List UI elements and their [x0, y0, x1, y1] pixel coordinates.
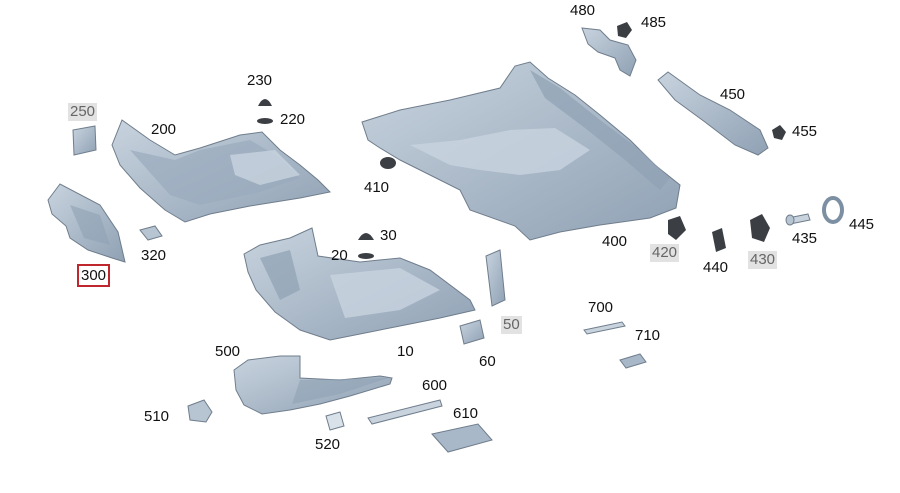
- part-10: [243, 227, 476, 341]
- label-30: 30: [380, 227, 397, 244]
- part-455: [772, 125, 786, 140]
- label-700: 700: [588, 299, 614, 316]
- part-250: [72, 125, 97, 156]
- part-30: [358, 233, 374, 240]
- part-500: [233, 355, 393, 415]
- part-300: [47, 183, 126, 263]
- label-220: 220: [280, 111, 306, 128]
- label-520: 520: [315, 436, 341, 453]
- part-435: [785, 213, 811, 226]
- label-250: 250: [68, 103, 98, 121]
- part-700: [583, 321, 626, 335]
- label-300: 300: [77, 264, 111, 287]
- label-320: 320: [141, 247, 167, 264]
- part-445: [822, 196, 844, 224]
- label-455: 455: [792, 123, 818, 140]
- part-480: [581, 27, 637, 77]
- part-510: [187, 399, 213, 423]
- label-510: 510: [144, 408, 170, 425]
- part-20: [358, 253, 374, 259]
- part-450: [657, 71, 769, 156]
- label-230: 230: [247, 72, 273, 89]
- label-430: 430: [748, 251, 778, 269]
- part-50: [485, 249, 506, 307]
- label-450: 450: [720, 86, 746, 103]
- part-430: [750, 214, 770, 242]
- part-485: [617, 22, 632, 38]
- part-520: [325, 411, 345, 431]
- label-485: 485: [641, 14, 667, 31]
- label-60: 60: [479, 353, 496, 370]
- label-610: 610: [453, 405, 479, 422]
- part-230: [258, 99, 272, 106]
- label-435: 435: [792, 230, 818, 247]
- label-20: 20: [331, 247, 348, 264]
- part-420: [668, 216, 686, 240]
- part-710: [619, 353, 647, 369]
- part-610: [431, 423, 493, 453]
- part-320: [139, 225, 163, 241]
- part-220: [257, 118, 273, 124]
- part-600: [367, 399, 443, 425]
- label-200: 200: [151, 121, 177, 138]
- label-400: 400: [602, 233, 628, 250]
- label-440: 440: [703, 259, 729, 276]
- label-410: 410: [364, 179, 390, 196]
- label-50: 50: [501, 316, 522, 334]
- part-200: [111, 119, 332, 223]
- part-60: [459, 319, 485, 345]
- label-480: 480: [570, 2, 596, 19]
- label-10: 10: [397, 343, 414, 360]
- label-420: 420: [650, 244, 680, 262]
- part-410: [380, 157, 396, 169]
- label-445: 445: [849, 216, 875, 233]
- label-500: 500: [215, 343, 241, 360]
- part-440: [712, 228, 726, 252]
- label-710: 710: [635, 327, 661, 344]
- part-400: [361, 61, 681, 241]
- label-600: 600: [422, 377, 448, 394]
